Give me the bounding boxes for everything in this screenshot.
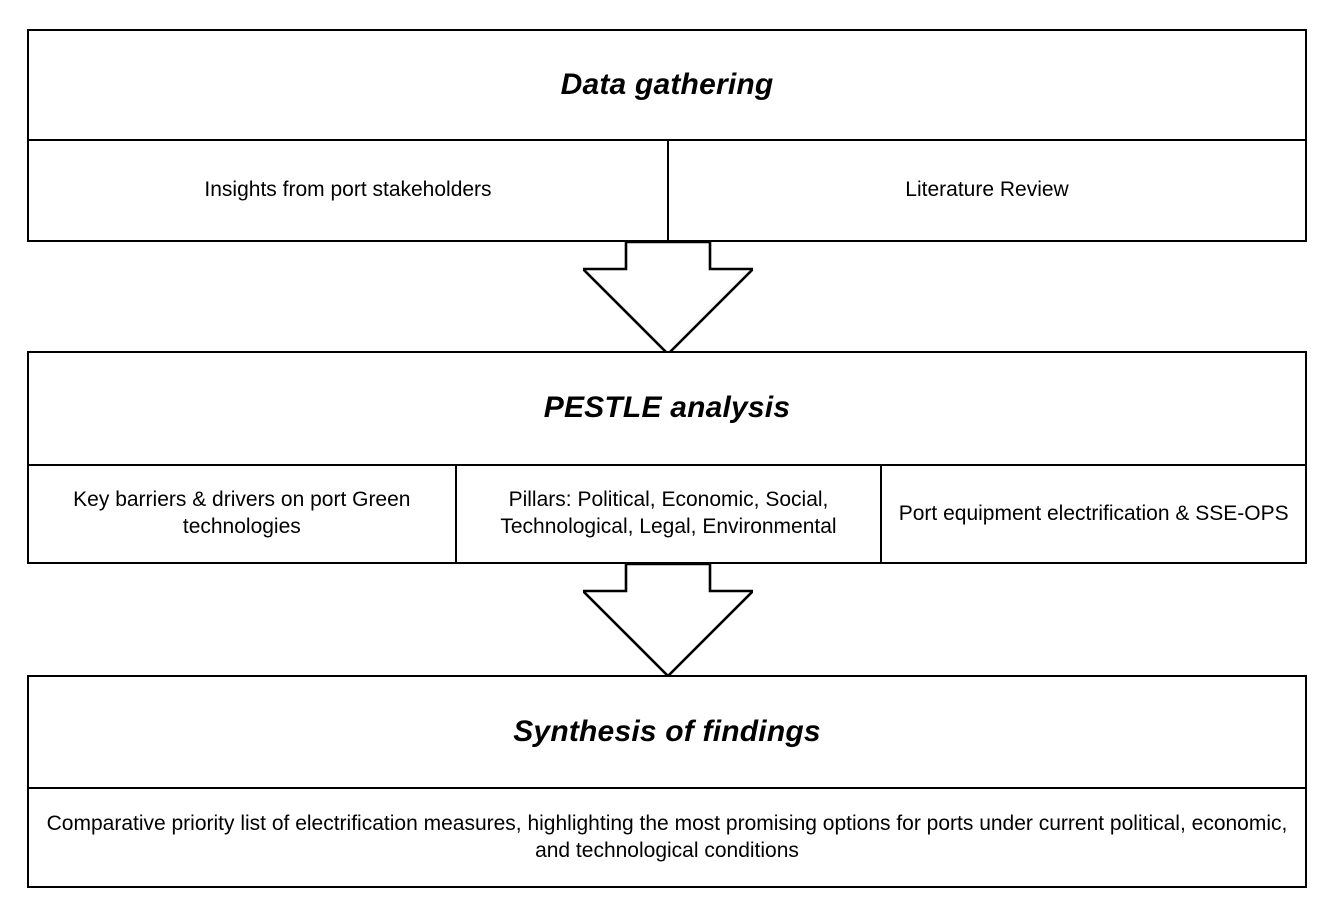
cell-insights-from-port-stakeholders: Insights from port stakeholders xyxy=(204,178,492,202)
cell-comparative-priority-list: Comparative priority list of electrifica… xyxy=(46,811,1288,862)
stage-title-data-gathering: Data gathering xyxy=(29,31,1305,141)
cell-port-equipment-electrification: Port equipment electrification & SSE-OPS xyxy=(880,466,1305,562)
stage-data-gathering: Data gathering Insights from port stakeh… xyxy=(27,29,1307,242)
cell-key-barriers-and-drivers: Key barriers & drivers on port Green tec… xyxy=(73,488,411,538)
down-block-arrow-icon xyxy=(583,564,753,676)
stage-title-synthesis-of-findings: Synthesis of findings xyxy=(29,677,1305,789)
stage-columns-data-gathering: Insights from port stakeholders Literatu… xyxy=(29,141,1305,240)
stage-synthesis-of-findings: Synthesis of findings Comparative priori… xyxy=(27,675,1307,888)
stage-title-pestle-analysis: PESTLE analysis xyxy=(29,353,1305,466)
cell-pestle-pillars: Pillars: Political, Economic, Social, Te… xyxy=(454,466,881,562)
down-block-arrow-icon xyxy=(583,242,753,354)
stage-pestle-analysis: PESTLE analysis Key barriers & drivers o… xyxy=(27,351,1307,564)
cell-literature-review: Literature Review xyxy=(667,141,1305,240)
stage-columns-pestle-analysis: Key barriers & drivers on port Green tec… xyxy=(29,466,1305,562)
stage-columns-synthesis-of-findings: Comparative priority list of electrifica… xyxy=(29,789,1305,886)
